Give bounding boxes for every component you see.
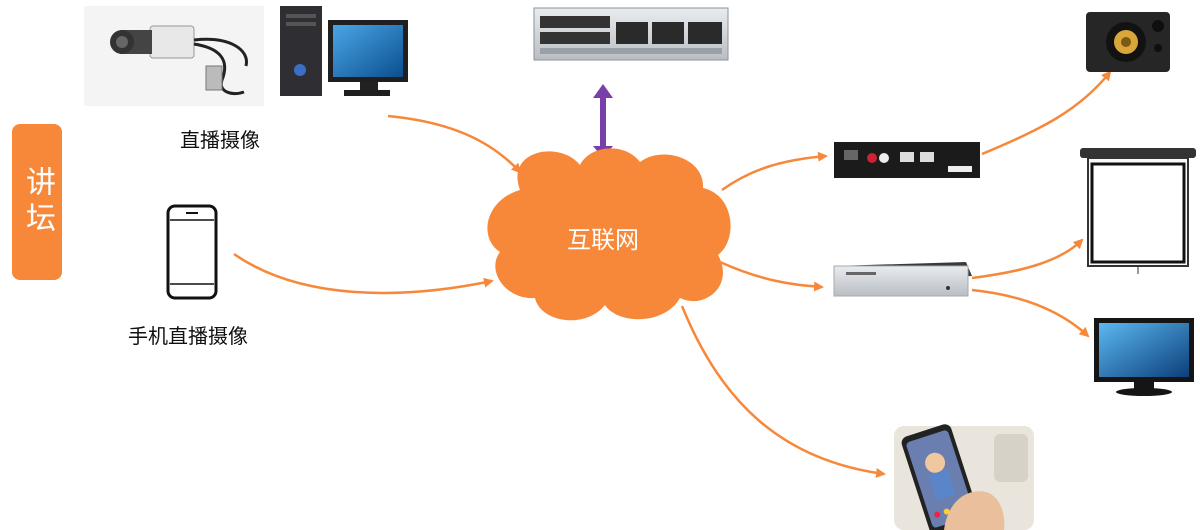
arrow-cloud-to-decoder	[721, 151, 828, 192]
smartphone-outline-icon	[166, 204, 218, 300]
arrow-phone-to-cloud	[233, 252, 494, 295]
desktop-computer-icon	[280, 6, 408, 96]
internet-cloud-icon	[487, 148, 731, 321]
live-camera-label: 直播摄像	[180, 128, 260, 152]
arrow-cloud-to-player	[719, 260, 824, 292]
media-player-box-icon	[833, 262, 972, 297]
rack-server-icon	[533, 7, 729, 61]
arrow-cloud-to-mobile	[680, 305, 886, 478]
studio-speaker-icon	[1086, 12, 1170, 72]
arrow-player-to-projector	[971, 238, 1084, 280]
mobile-live-viewer-icon	[894, 424, 1034, 530]
projector-screen-icon	[1080, 148, 1196, 274]
phone-camera-label: 手机直播摄像	[128, 324, 248, 348]
bidirectional-arrow-server-cloud	[593, 84, 613, 158]
internet-label: 互联网	[567, 226, 639, 254]
forum-side-tab-label: 讲坛	[20, 166, 55, 238]
television-icon	[1094, 318, 1194, 396]
decoder-box-icon	[834, 142, 980, 178]
forum-side-tab: 讲坛	[12, 124, 62, 280]
arrow-decoder-to-speaker	[981, 70, 1112, 156]
arrow-camera-to-cloud	[387, 114, 522, 174]
video-camera-icon	[84, 6, 264, 106]
arrow-player-to-tv	[971, 288, 1090, 338]
